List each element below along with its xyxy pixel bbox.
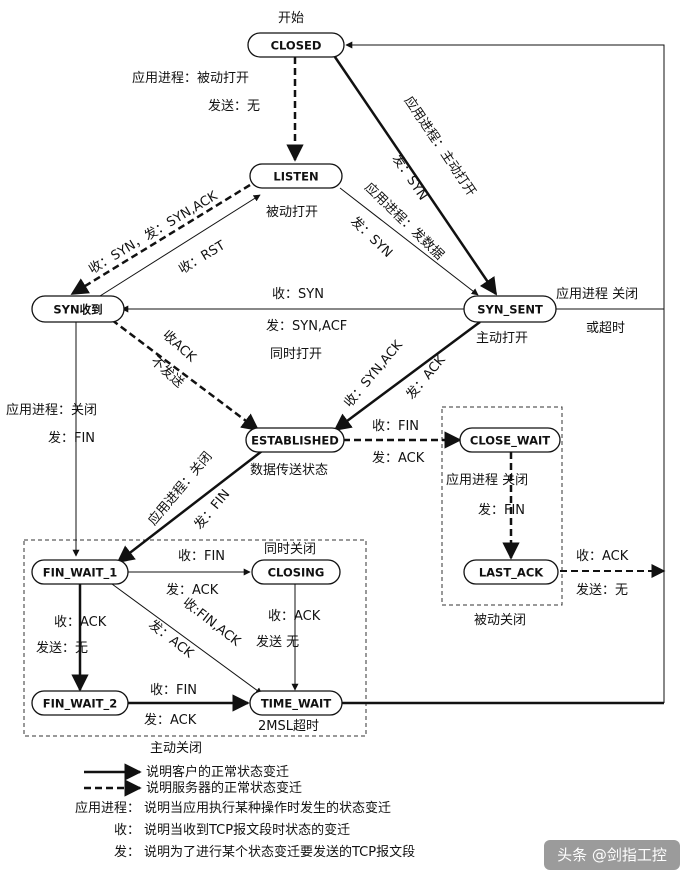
state-close-wait: CLOSE_WAIT <box>459 427 561 453</box>
legend-app-key: 应用进程： <box>75 800 140 816</box>
label-cw-la-1: 应用进程 关闭 <box>446 472 528 488</box>
legend-client: 说明客户的正常状态变迁 <box>146 764 289 780</box>
legend-send-key: 发： <box>114 844 140 860</box>
label-closed-listen-2: 发送：无 <box>208 98 260 114</box>
legend-app-desc: 说明当应用执行某种操作时发生的状态变迁 <box>144 800 391 816</box>
edge-synrcvd-listen <box>99 194 261 297</box>
state-listen-label: LISTEN <box>273 170 318 184</box>
legend-server: 说明服务器的正常状态变迁 <box>146 780 302 796</box>
label-synsent-synrcvd-1: 收：SYN <box>272 287 324 302</box>
label-est-cw-1: 收：FIN <box>372 419 419 434</box>
legend-recv-key: 收： <box>114 823 140 838</box>
label-closed-synsent-2: 发：SYN <box>389 151 431 203</box>
label-synrcvd-fw1-2: 发：FIN <box>48 430 95 446</box>
state-closing: CLOSING <box>251 559 341 585</box>
state-listen: LISTEN <box>249 163 343 189</box>
label-fw1-closing-2: 发：ACK <box>166 582 219 598</box>
state-time-wait: TIME_WAIT <box>249 690 343 716</box>
label-synrcvd-fw1-1: 应用进程：关闭 <box>6 402 97 418</box>
label-synsent-synrcvd-2: 发：SYN,ACF <box>266 318 347 334</box>
label-closing-tw-2: 发送 无 <box>256 634 299 650</box>
label-passive-close: 被动关闭 <box>474 613 526 628</box>
state-syn-sent-label: SYN_SENT <box>477 303 543 318</box>
label-synsent-synrcvd-3: 同时打开 <box>270 347 322 362</box>
state-fin-wait-2-label: FIN_WAIT_2 <box>43 697 117 712</box>
active-close-box <box>23 539 367 737</box>
state-fin-wait-1: FIN_WAIT_1 <box>31 559 129 585</box>
legend: 说明客户的正常状态变迁 说明服务器的正常状态变迁 应用进程： 说明当应用执行某种… <box>75 763 415 860</box>
state-established: ESTABLISHED <box>245 427 345 453</box>
label-listen-synsent-2: 发：SYN <box>347 213 395 261</box>
edge-closed-synsent <box>333 56 498 296</box>
label-synsent-close-2: 或超时 <box>586 321 625 336</box>
state-closed: CLOSED <box>247 32 345 58</box>
label-la-out-2: 发送：无 <box>576 582 628 598</box>
label-synsent-caption: 主动打开 <box>476 331 528 346</box>
label-active-close: 主动关闭 <box>150 741 202 756</box>
label-cw-la-2: 发：FIN <box>478 502 525 518</box>
label-est-cw-2: 发：ACK <box>372 450 425 466</box>
passive-close-box <box>441 406 563 606</box>
label-closing-tw-1: 收：ACK <box>268 609 321 624</box>
label-fw1-tw-1: 收:FIN,ACK <box>180 595 244 649</box>
state-syn-rcvd: SYN收到 <box>31 295 125 323</box>
label-fw1-fw2-2: 发送：无 <box>36 640 88 656</box>
label-closed-listen-1: 应用进程：被动打开 <box>132 70 249 86</box>
label-fw2-tw-2: 发：ACK <box>144 712 197 728</box>
label-est-caption: 数据传送状态 <box>250 463 328 478</box>
label-tw-caption: 2MSL超时 <box>258 719 319 734</box>
label-fw1-closing-1: 收：FIN <box>178 549 225 564</box>
edge-listen-synsent <box>339 187 479 296</box>
label-synsent-est-2: 发：ACK <box>403 352 449 403</box>
state-established-label: ESTABLISHED <box>251 434 339 448</box>
edge-synsent-established <box>333 320 481 432</box>
label-start: 开始 <box>278 11 304 26</box>
edge-return-closed <box>345 41 665 703</box>
legend-recv-desc: 说明当收到TCP报文段时状态的变迁 <box>144 822 350 838</box>
label-fw1-fw2-1: 收：ACK <box>54 615 107 630</box>
label-est-fw1-2: 发：FIN <box>191 486 233 532</box>
state-fin-wait-2: FIN_WAIT_2 <box>31 690 129 716</box>
state-last-ack-label: LAST_ACK <box>479 566 544 581</box>
label-synrcvd-listen: 收：RST <box>176 238 228 277</box>
state-close-wait-label: CLOSE_WAIT <box>470 434 550 449</box>
state-syn-rcvd-label: SYN收到 <box>53 303 102 317</box>
label-simultaneous-close: 同时关闭 <box>264 542 316 557</box>
legend-send-desc: 说明为了进行某个状态变迁要发送的TCP报文段 <box>144 844 415 860</box>
label-listen-caption: 被动打开 <box>266 205 318 220</box>
state-fin-wait-1-label: FIN_WAIT_1 <box>43 566 117 581</box>
state-time-wait-label: TIME_WAIT <box>261 697 332 712</box>
label-fw2-tw-1: 收：FIN <box>150 683 197 698</box>
edge-listen-synrcvd <box>70 183 251 296</box>
label-synrcvd-est-2: 不发送 <box>147 353 187 391</box>
state-closing-label: CLOSING <box>268 566 325 580</box>
watermark: 头条 @剑指工控 <box>544 840 680 870</box>
edge-synrcvd-established <box>111 319 260 432</box>
label-fw1-tw-2: 发：ACK <box>146 617 197 662</box>
label-la-out-1: 收：ACK <box>576 549 629 564</box>
edge-finwait1-timewait <box>111 583 263 695</box>
state-syn-sent: SYN_SENT <box>463 295 557 323</box>
state-closed-label: CLOSED <box>271 39 322 53</box>
edge-established-finwait1 <box>116 450 263 564</box>
state-last-ack: LAST_ACK <box>463 559 559 585</box>
label-synsent-close-1: 应用进程 关闭 <box>556 286 638 302</box>
